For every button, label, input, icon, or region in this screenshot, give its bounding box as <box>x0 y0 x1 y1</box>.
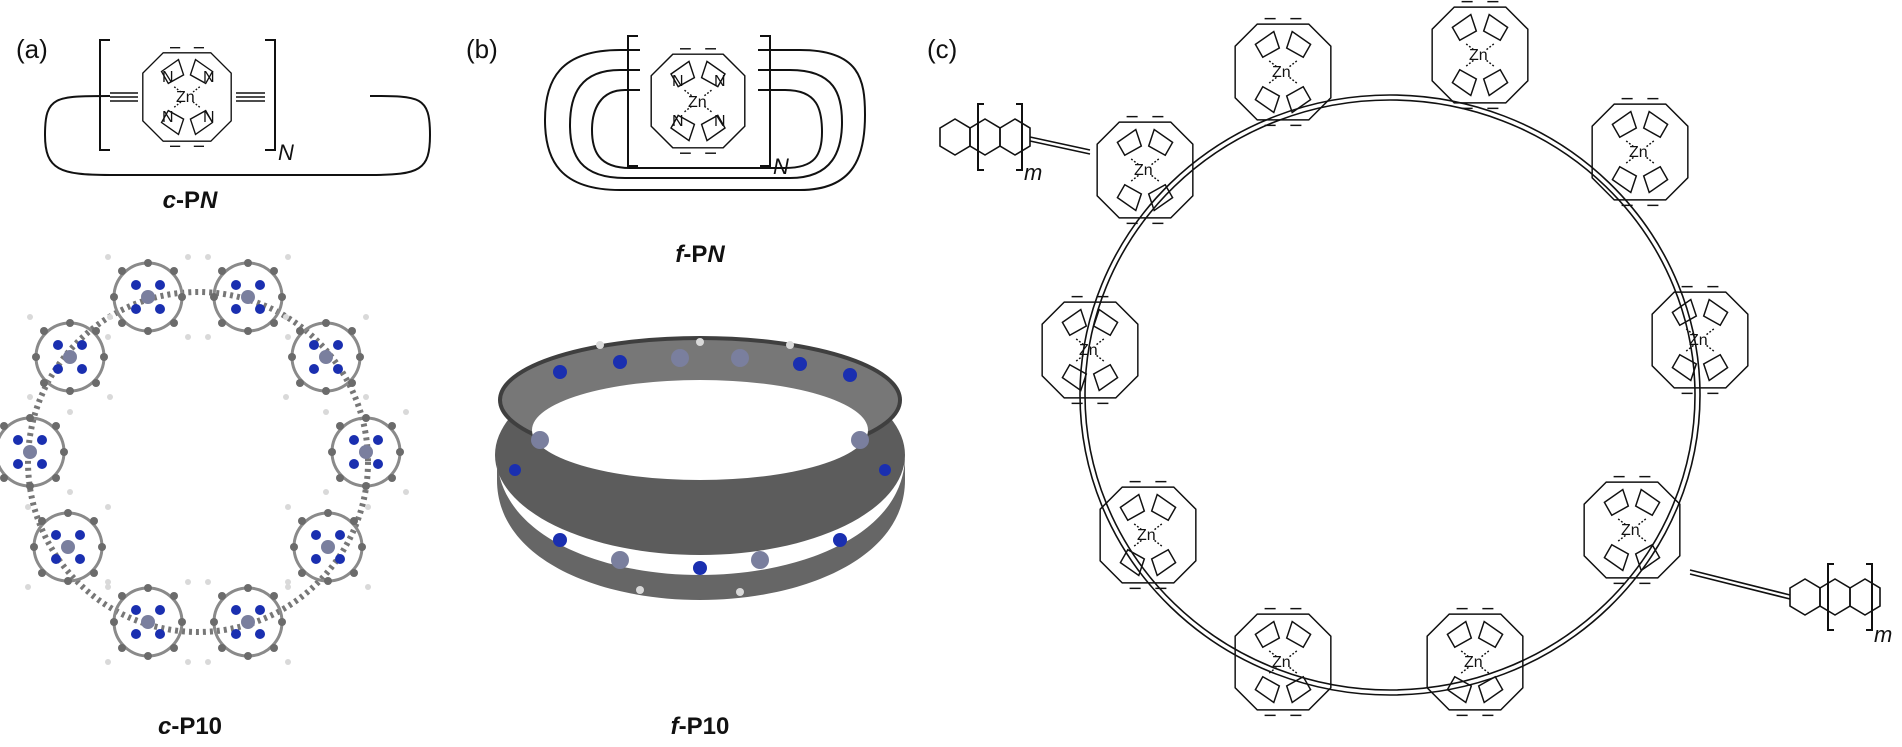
porphyrin-ring <box>1041 0 1749 717</box>
alkyne-left <box>110 92 138 102</box>
zinc-label: Zn <box>1137 527 1156 544</box>
nitrogen-label: N <box>714 113 726 130</box>
end-group-repeat-label: m <box>1024 160 1042 185</box>
porphyrin-ball-model <box>103 577 193 667</box>
porphyrin-ball-model <box>25 312 115 402</box>
zinc-label: Zn <box>1629 144 1648 161</box>
nanotube-front-wall <box>497 455 905 600</box>
end-group-left: m <box>939 103 1091 185</box>
panel-b-model <box>495 336 905 600</box>
zinc-label: Zn <box>1464 654 1483 671</box>
nitrogen-label: N <box>203 109 215 126</box>
panel-a-schematic: Zn N N N N N <box>43 39 432 176</box>
zinc-label: Zn <box>1272 64 1291 81</box>
zinc-label: Zn <box>1469 47 1488 64</box>
end-group-repeat-label: m <box>1874 622 1892 647</box>
porphyrin-ball-model <box>0 407 75 497</box>
porphyrin-ball-model <box>203 252 293 342</box>
repeat-bracket-right <box>760 35 771 167</box>
panel-b-model-caption: f-P10 <box>671 713 730 740</box>
porphyrin-ball-model <box>321 407 411 497</box>
zinc-label: Zn <box>1134 162 1153 179</box>
panel-a-label: (a) <box>16 34 48 64</box>
nitrogen-label: N <box>203 69 215 86</box>
panel-c: (c) Zn Zn Zn Zn Zn Zn Zn Zn Zn <box>927 0 1892 717</box>
nanotube-atoms <box>509 338 891 596</box>
zinc-label: Zn <box>176 89 195 106</box>
middle-loop <box>568 69 844 179</box>
panel-a-model-caption: c-P10 <box>158 713 222 740</box>
butadiyne-ring <box>1079 94 1701 696</box>
zinc-labels: Zn Zn Zn Zn Zn Zn Zn Zn Zn Zn <box>1079 47 1708 671</box>
repeat-bracket-left <box>99 39 110 151</box>
panel-b-schematic-caption: f-PN <box>675 241 725 268</box>
nitrogen-label: N <box>162 69 174 86</box>
panel-b-schematic: Zn N N N N N <box>543 35 867 191</box>
end-group-right: m <box>1689 563 1892 647</box>
nitrogen-label: N <box>672 73 684 90</box>
macrocycle-loop <box>43 95 432 176</box>
repeat-bracket-left <box>627 35 638 167</box>
nitrogen-label: N <box>162 109 174 126</box>
porphyrin-ball-model <box>203 577 293 667</box>
chain-ring <box>25 289 371 635</box>
panel-a: (a) Zn N N N N N c-PN <box>0 34 432 740</box>
zinc-label: Zn <box>1079 342 1098 359</box>
porphyrin-ball-model <box>281 312 371 402</box>
repeat-count-label: N <box>773 154 789 179</box>
panel-b-label: (b) <box>466 34 498 64</box>
panel-a-model <box>0 252 411 667</box>
zinc-label: Zn <box>1621 522 1640 539</box>
nitrogen-label: N <box>672 113 684 130</box>
zinc-label: Zn <box>1689 332 1708 349</box>
zinc-label: Zn <box>688 94 707 111</box>
panel-b: (b) Zn N N N N N f-PN <box>466 34 905 740</box>
porphyrin-ball-model <box>103 252 193 342</box>
zinc-label: Zn <box>1272 654 1291 671</box>
nanotube-opening <box>532 380 868 480</box>
repeat-bracket-right <box>265 39 276 151</box>
repeat-count-label: N <box>278 140 294 165</box>
alkyne-right <box>236 92 265 102</box>
outer-loop <box>543 49 867 191</box>
nitrogen-label: N <box>714 73 726 90</box>
panel-a-schematic-caption: c-PN <box>163 187 218 214</box>
inner-loop <box>590 89 824 169</box>
panel-c-label: (c) <box>927 34 957 64</box>
